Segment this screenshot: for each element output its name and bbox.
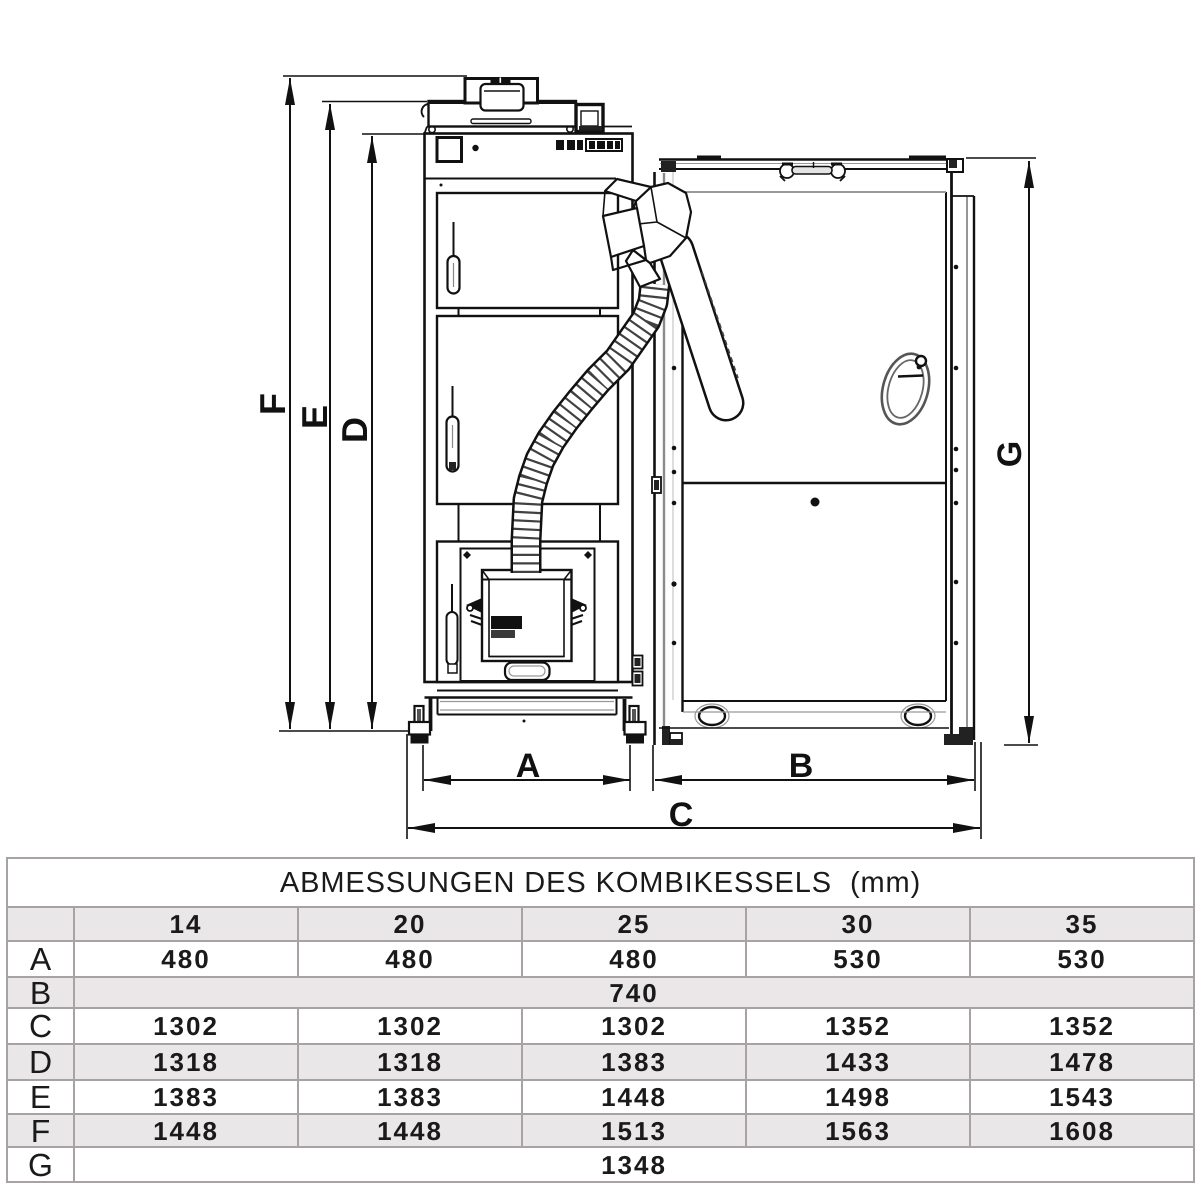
svg-text:A: A <box>516 747 541 785</box>
svg-text:C: C <box>669 796 694 834</box>
svg-text:F: F <box>252 393 293 415</box>
svg-text:G: G <box>991 441 1029 467</box>
svg-text:E: E <box>294 405 335 429</box>
svg-text:D: D <box>334 417 375 443</box>
svg-text:B: B <box>789 747 814 785</box>
